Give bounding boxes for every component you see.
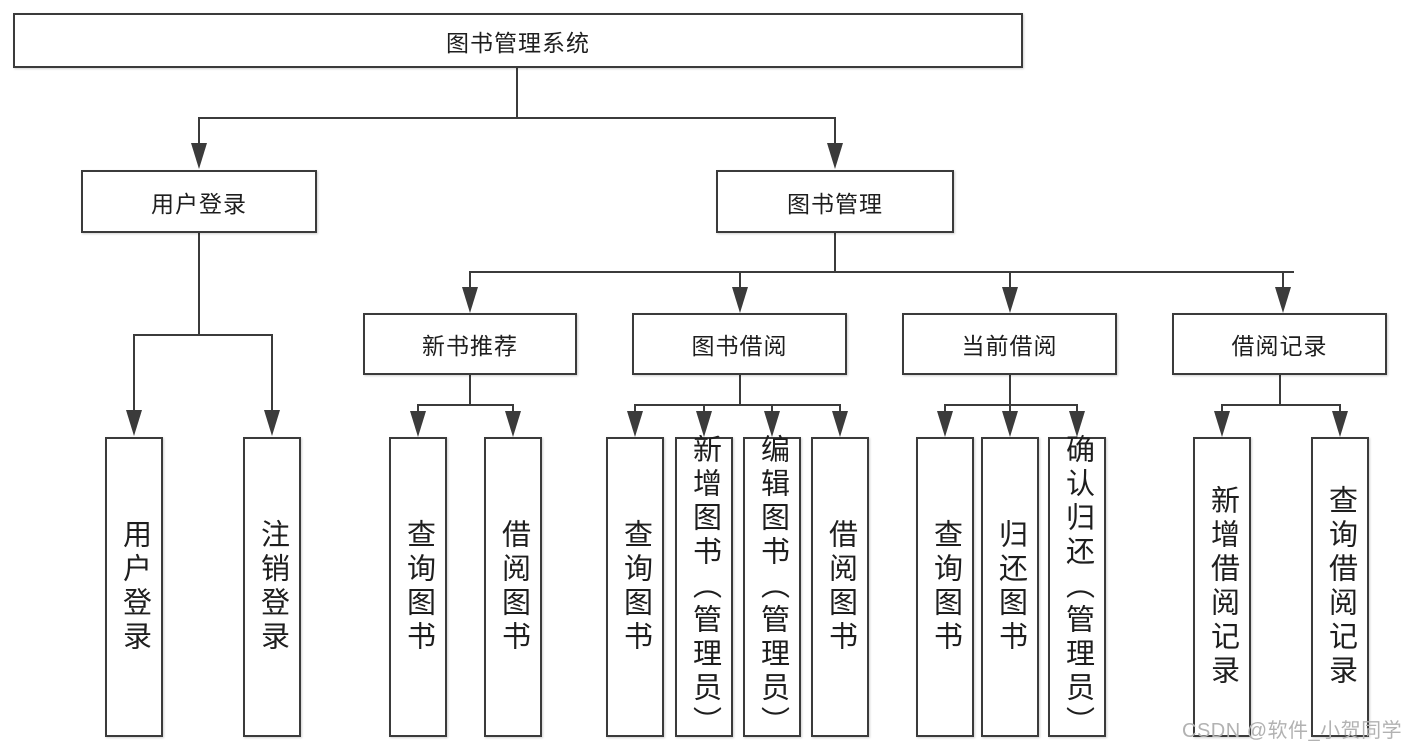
node-borrowing-records: 借阅记录 (1172, 313, 1387, 375)
leaf-label: 借阅图书 (497, 519, 530, 655)
leaf-return-books: 归还图书 (981, 437, 1039, 737)
connector-line (1221, 404, 1341, 406)
node-user-login: 用户登录 (81, 170, 317, 233)
leaf-label: 查询图书 (402, 519, 435, 655)
connector-line (198, 117, 200, 147)
connector-line (417, 404, 419, 414)
leaf-borrow-books-recommend: 借阅图书 (484, 437, 542, 737)
node-label: 图书借阅 (691, 333, 788, 359)
node-label: 当前借阅 (961, 333, 1058, 359)
leaf-add-books-admin: 新增图书（管理员） (675, 434, 733, 740)
connector-line (944, 404, 946, 414)
arrow-down-icon (191, 143, 207, 169)
leaf-user-login: 用户登录 (105, 437, 163, 737)
arrow-down-icon (696, 411, 712, 437)
arrow-down-icon (1332, 411, 1348, 437)
connector-line (839, 404, 841, 414)
leaf-label: 查询借阅记录 (1324, 485, 1357, 689)
arrow-down-icon (627, 411, 643, 437)
arrow-down-icon (832, 411, 848, 437)
connector-line (469, 375, 471, 405)
leaf-add-borrow-record: 新增借阅记录 (1193, 437, 1251, 737)
leaf-logout: 注销登录 (243, 437, 301, 737)
arrow-down-icon (732, 287, 748, 313)
node-label: 用户登录 (151, 190, 247, 217)
node-label: 借阅记录 (1231, 333, 1328, 359)
connector-line (1009, 404, 1011, 414)
node-new-book-recommendation: 新书推荐 (363, 313, 577, 375)
leaf-label: 查询图书 (619, 519, 652, 655)
connector-line (739, 271, 741, 289)
connector-line (834, 233, 836, 273)
connector-line (739, 375, 741, 405)
leaf-borrow-books: 借阅图书 (811, 437, 869, 737)
leaf-label: 注销登录 (256, 519, 289, 655)
node-label: 图书管理 (787, 190, 883, 217)
connector-line (1221, 404, 1223, 414)
arrow-down-icon (764, 411, 780, 437)
connector-line (771, 404, 773, 414)
arrow-down-icon (1214, 411, 1230, 437)
leaf-label: 编辑图书（管理员） (756, 434, 789, 740)
connector-line (634, 404, 841, 406)
connector-line (516, 68, 518, 118)
arrow-down-icon (1275, 287, 1291, 313)
node-current-borrowing: 当前借阅 (902, 313, 1117, 375)
connector-line (1009, 375, 1011, 405)
connector-line (1282, 271, 1284, 289)
arrow-down-icon (1069, 411, 1085, 437)
leaf-label: 借阅图书 (824, 519, 857, 655)
leaf-confirm-return-admin: 确认归还（管理员） (1048, 434, 1106, 740)
leaf-label: 归还图书 (994, 519, 1027, 655)
arrow-down-icon (410, 411, 426, 437)
arrow-down-icon (827, 143, 843, 169)
connector-line (1279, 375, 1281, 405)
connector-line (1076, 404, 1078, 414)
leaf-edit-books-admin: 编辑图书（管理员） (743, 434, 801, 740)
leaf-label: 新增图书（管理员） (688, 434, 721, 740)
node-library-management-system: 图书管理系统 (13, 13, 1023, 68)
node-book-borrowing: 图书借阅 (632, 313, 847, 375)
leaf-label: 新增借阅记录 (1206, 485, 1239, 689)
arrow-down-icon (1002, 411, 1018, 437)
connector-line (271, 334, 273, 412)
connector-line (1009, 271, 1011, 289)
watermark: CSDN @软件_小贺同学 (1182, 720, 1403, 742)
leaf-search-books-recommend: 查询图书 (389, 437, 447, 737)
node-book-management: 图书管理 (716, 170, 954, 233)
node-label: 图书管理系统 (446, 29, 590, 56)
leaf-search-books-current: 查询图书 (916, 437, 974, 737)
leaf-search-borrow-record: 查询借阅记录 (1311, 437, 1369, 737)
connector-line (198, 233, 200, 336)
node-label: 新书推荐 (422, 333, 518, 359)
arrow-down-icon (937, 411, 953, 437)
connector-line (469, 271, 1294, 273)
connector-line (512, 404, 514, 414)
connector-line (133, 334, 135, 412)
arrow-down-icon (126, 410, 142, 436)
connector-line (417, 404, 514, 406)
arrow-down-icon (1002, 287, 1018, 313)
connector-line (634, 404, 636, 414)
leaf-label: 用户登录 (118, 519, 151, 655)
connector-line (133, 334, 273, 336)
leaf-search-books-borrow: 查询图书 (606, 437, 664, 737)
leaf-label: 查询图书 (929, 519, 962, 655)
connector-line (469, 271, 471, 289)
connector-line (198, 117, 836, 119)
arrow-down-icon (264, 410, 280, 436)
connector-line (944, 404, 1078, 406)
leaf-label: 确认归还（管理员） (1061, 434, 1094, 740)
connector-line (703, 404, 705, 414)
arrow-down-icon (462, 287, 478, 313)
arrow-down-icon (505, 411, 521, 437)
connector-line (834, 117, 836, 147)
connector-line (1339, 404, 1341, 414)
